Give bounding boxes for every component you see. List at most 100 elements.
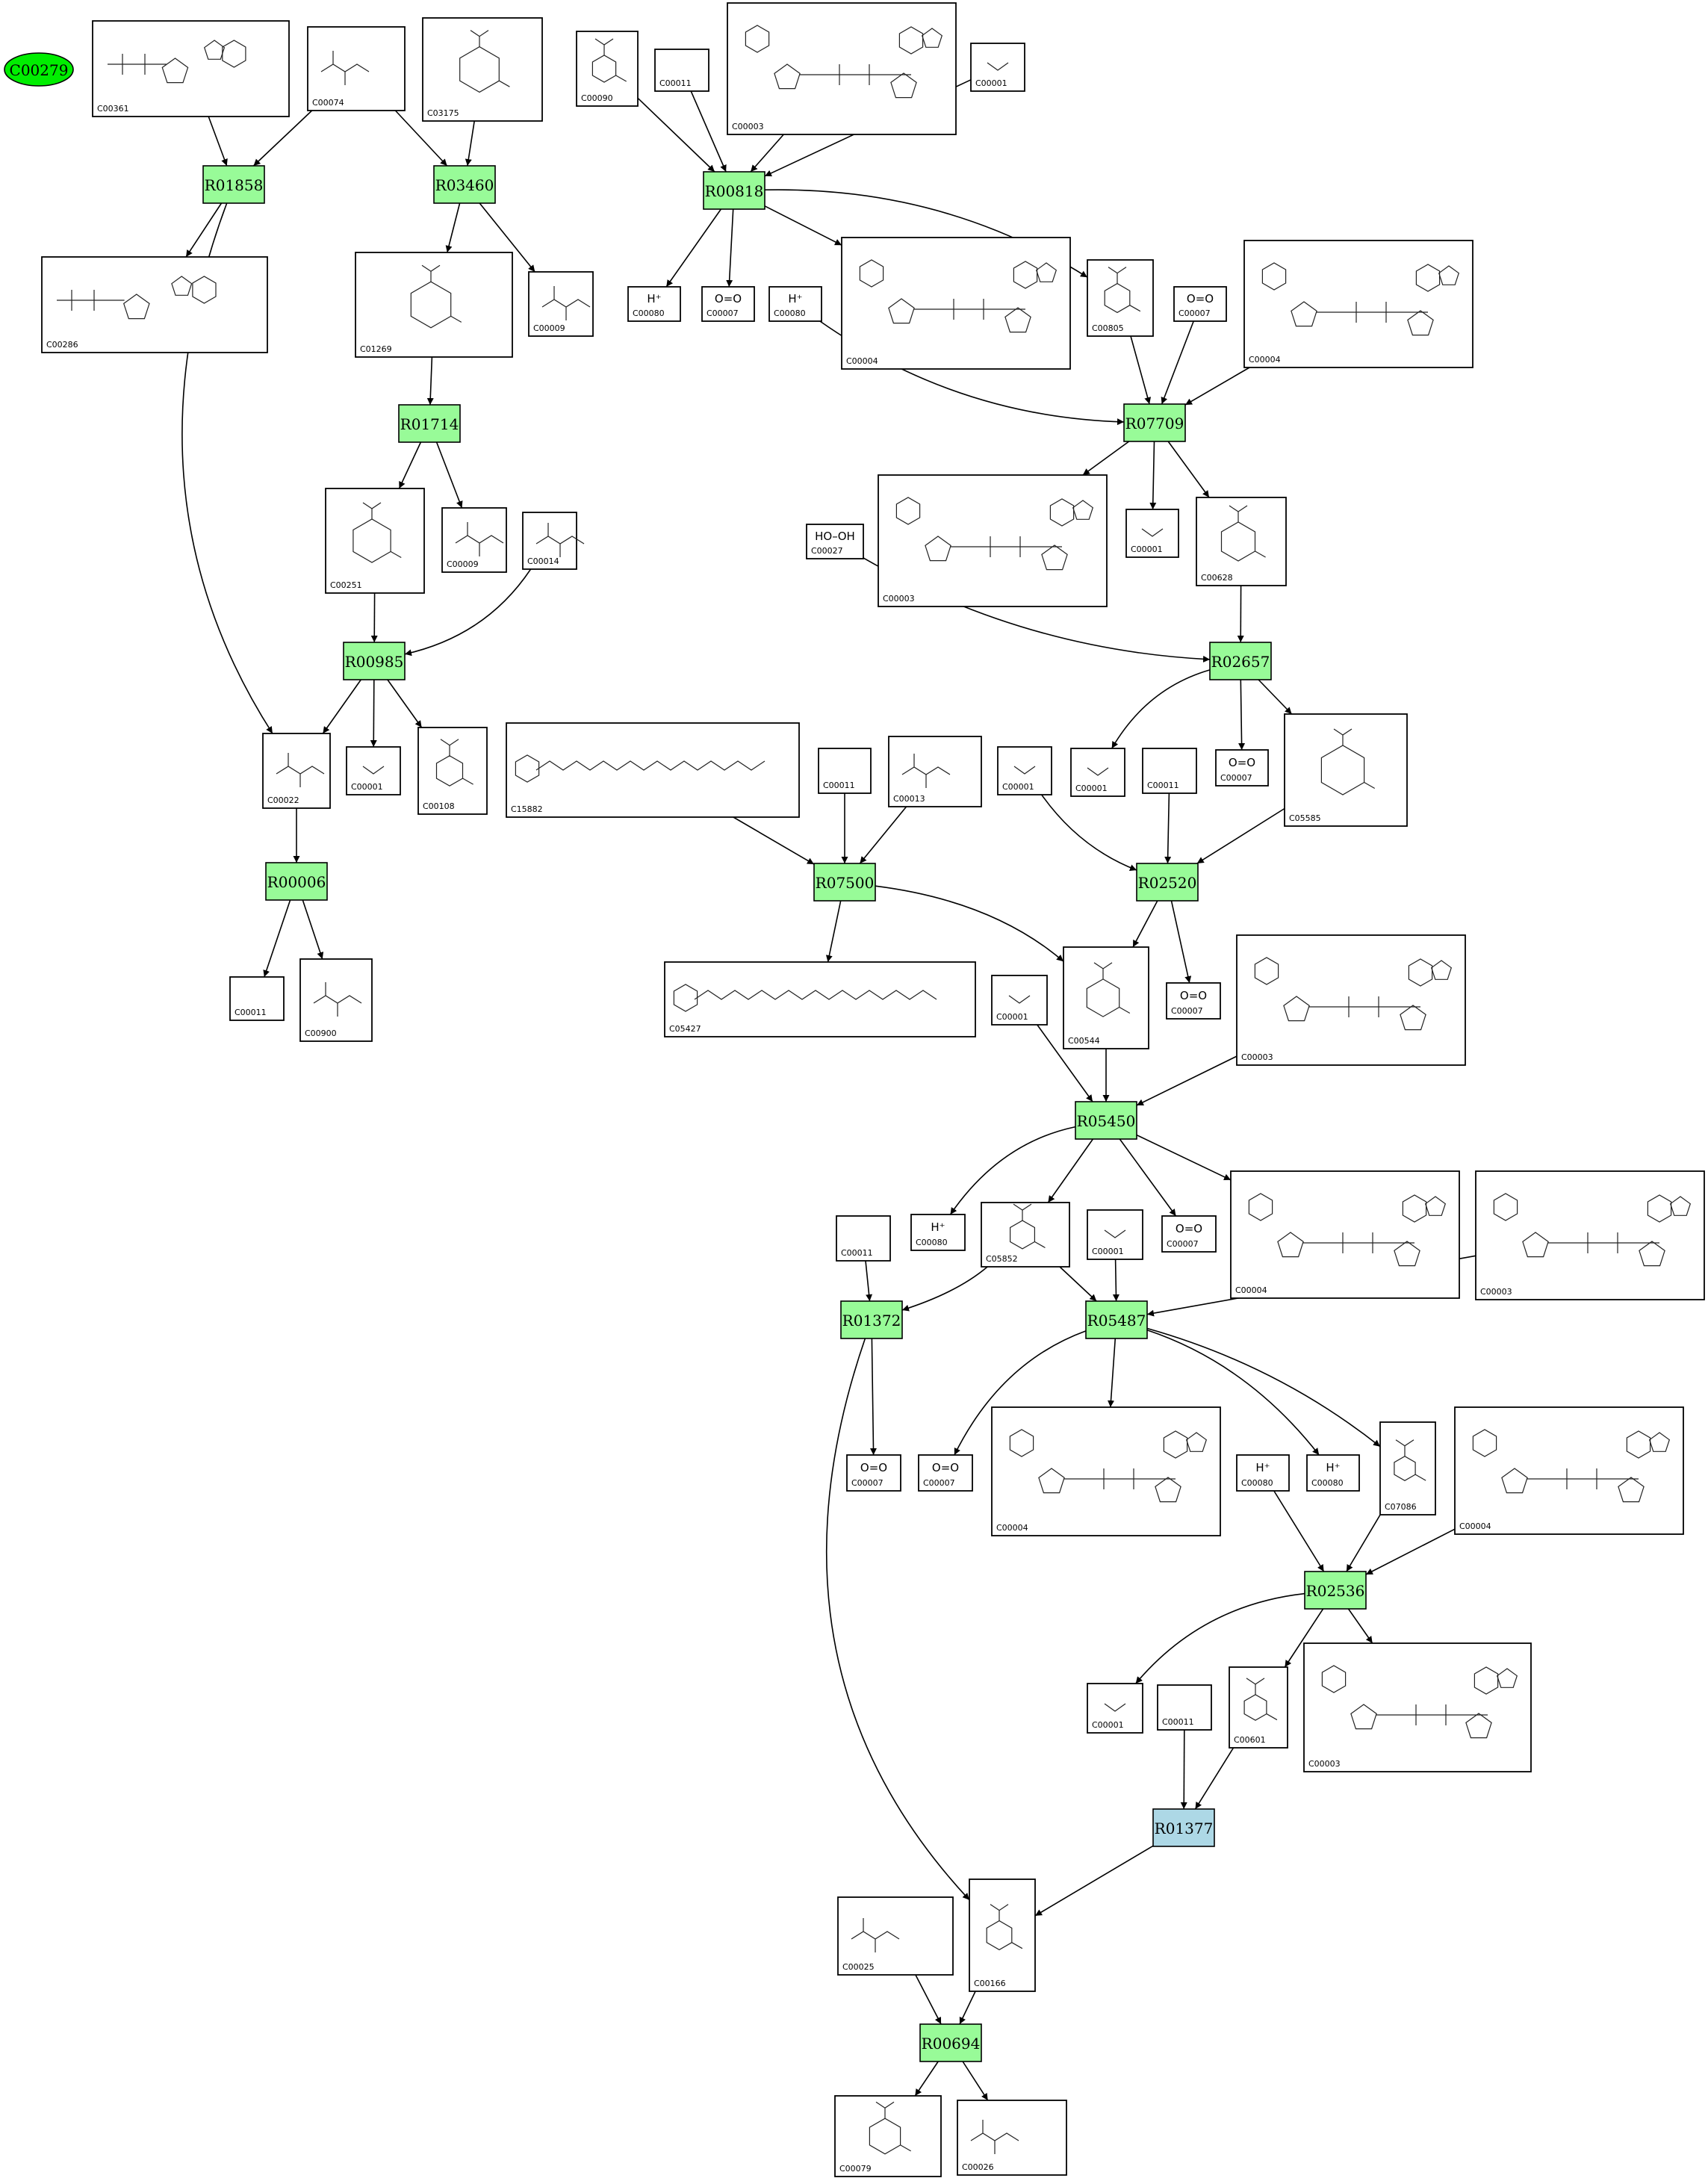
compound-box[interactable] — [417, 727, 488, 815]
compound-node[interactable]: C00004 — [1243, 240, 1473, 368]
compound-box[interactable] — [837, 1896, 954, 1976]
reaction-node-r01372[interactable]: R01372 — [840, 1300, 903, 1339]
reaction-box[interactable] — [1304, 1571, 1367, 1610]
compound-node[interactable]: C00001 — [970, 43, 1025, 92]
compound-node[interactable]: C07086 — [1379, 1421, 1436, 1515]
compound-node[interactable]: C00011 — [229, 976, 285, 1021]
compound-box[interactable] — [346, 746, 401, 795]
reaction-node-r01714[interactable]: R01714 — [398, 404, 461, 443]
compound-node[interactable]: C00011 — [1157, 1684, 1212, 1731]
reaction-node-r02657[interactable]: R02657 — [1209, 642, 1272, 680]
compound-node[interactable]: C00026 — [957, 2100, 1067, 2176]
compound-node[interactable]: H⁺C00080 — [1306, 1454, 1360, 1492]
reaction-box[interactable] — [265, 862, 328, 901]
compound-box[interactable] — [997, 746, 1052, 795]
compound-box[interactable] — [1063, 946, 1149, 1049]
compound-node[interactable]: C00009 — [528, 271, 594, 337]
compound-node[interactable]: C00090 — [576, 31, 639, 107]
compound-box[interactable] — [1157, 1684, 1212, 1731]
reaction-box[interactable] — [840, 1300, 903, 1339]
compound-box[interactable] — [1454, 1406, 1684, 1535]
compound-box[interactable] — [981, 1202, 1070, 1268]
compound-box[interactable] — [1142, 748, 1197, 794]
compound-box[interactable] — [307, 26, 406, 111]
compound-node[interactable]: H⁺C00080 — [1236, 1454, 1290, 1492]
compound-box[interactable] — [325, 488, 425, 594]
compound-box[interactable] — [768, 286, 822, 322]
compound-box[interactable] — [806, 524, 864, 559]
compound-node[interactable]: C00003 — [878, 474, 1108, 607]
reaction-box[interactable] — [202, 165, 265, 204]
compound-box[interactable] — [1196, 497, 1287, 586]
compound-node[interactable]: C00025 — [837, 1896, 954, 1976]
compound-node[interactable]: C00011 — [818, 748, 872, 794]
compound-node[interactable]: C00003 — [1236, 934, 1466, 1066]
compound-box[interactable] — [1306, 1454, 1360, 1492]
compound-box[interactable] — [878, 474, 1108, 607]
compound-node[interactable]: C00009 — [441, 507, 507, 573]
reaction-node-r03460[interactable]: R03460 — [433, 165, 496, 204]
compound-node[interactable]: C00004 — [841, 237, 1071, 370]
start-node[interactable]: C00279 — [4, 52, 74, 87]
compound-box[interactable] — [1173, 286, 1227, 322]
compound-box[interactable] — [1236, 934, 1466, 1066]
compound-box[interactable] — [1475, 1170, 1705, 1300]
compound-box[interactable] — [522, 512, 577, 570]
compound-node[interactable]: C00011 — [654, 49, 709, 92]
compound-box[interactable] — [41, 256, 268, 353]
reaction-box[interactable] — [433, 165, 496, 204]
reaction-node-r05487[interactable]: R05487 — [1085, 1300, 1148, 1339]
compound-box[interactable] — [991, 1406, 1221, 1536]
compound-node[interactable]: C15882 — [506, 722, 800, 818]
compound-box[interactable] — [1087, 1209, 1143, 1260]
reaction-node-r07500[interactable]: R07500 — [813, 863, 876, 902]
compound-box[interactable] — [836, 1215, 891, 1262]
reaction-node-r00985[interactable]: R00985 — [343, 642, 406, 680]
compound-node[interactable]: C00001 — [346, 746, 401, 795]
compound-node[interactable]: C00004 — [1454, 1406, 1684, 1535]
compound-node[interactable]: C00001 — [991, 975, 1048, 1026]
compound-box[interactable] — [1087, 259, 1154, 337]
compound-node[interactable]: C00074 — [307, 26, 406, 111]
reaction-node-r05450[interactable]: R05450 — [1075, 1101, 1137, 1140]
compound-box[interactable] — [576, 31, 639, 107]
compound-node[interactable]: C00003 — [1303, 1642, 1532, 1772]
compound-node[interactable]: C00001 — [1087, 1683, 1143, 1734]
compound-node[interactable]: C00003 — [1475, 1170, 1705, 1300]
compound-box[interactable] — [355, 252, 513, 358]
compound-box[interactable] — [262, 733, 331, 809]
compound-node[interactable]: H⁺C00080 — [768, 286, 822, 322]
compound-box[interactable] — [1166, 982, 1221, 1020]
compound-box[interactable] — [1236, 1454, 1290, 1492]
compound-node[interactable]: C00011 — [1142, 748, 1197, 794]
reaction-box[interactable] — [1075, 1101, 1137, 1140]
compound-node[interactable]: C00011 — [836, 1215, 891, 1262]
reaction-node-r02536[interactable]: R02536 — [1304, 1571, 1367, 1610]
compound-box[interactable] — [1230, 1170, 1460, 1299]
compound-node[interactable]: C00805 — [1087, 259, 1154, 337]
compound-node[interactable]: C00079 — [834, 2095, 942, 2177]
reaction-box[interactable] — [703, 171, 766, 210]
compound-node[interactable]: C00001 — [997, 746, 1052, 795]
compound-box[interactable] — [818, 748, 872, 794]
compound-box[interactable] — [664, 961, 976, 1037]
compound-node[interactable]: C00251 — [325, 488, 425, 594]
reaction-box[interactable] — [1152, 1808, 1215, 1847]
compound-box[interactable] — [627, 286, 681, 322]
compound-node[interactable]: C00004 — [991, 1406, 1221, 1536]
compound-node[interactable]: C00361 — [92, 20, 290, 117]
reaction-box[interactable] — [919, 2023, 982, 2062]
reaction-box[interactable] — [398, 404, 461, 443]
compound-box[interactable] — [1284, 713, 1408, 827]
compound-box[interactable] — [506, 722, 800, 818]
compound-node[interactable]: H⁺C00080 — [627, 286, 681, 322]
compound-node[interactable]: C05427 — [664, 961, 976, 1037]
compound-box[interactable] — [1070, 748, 1125, 797]
compound-box[interactable] — [991, 975, 1048, 1026]
compound-node[interactable]: C03175 — [422, 17, 543, 122]
compound-box[interactable] — [834, 2095, 942, 2177]
